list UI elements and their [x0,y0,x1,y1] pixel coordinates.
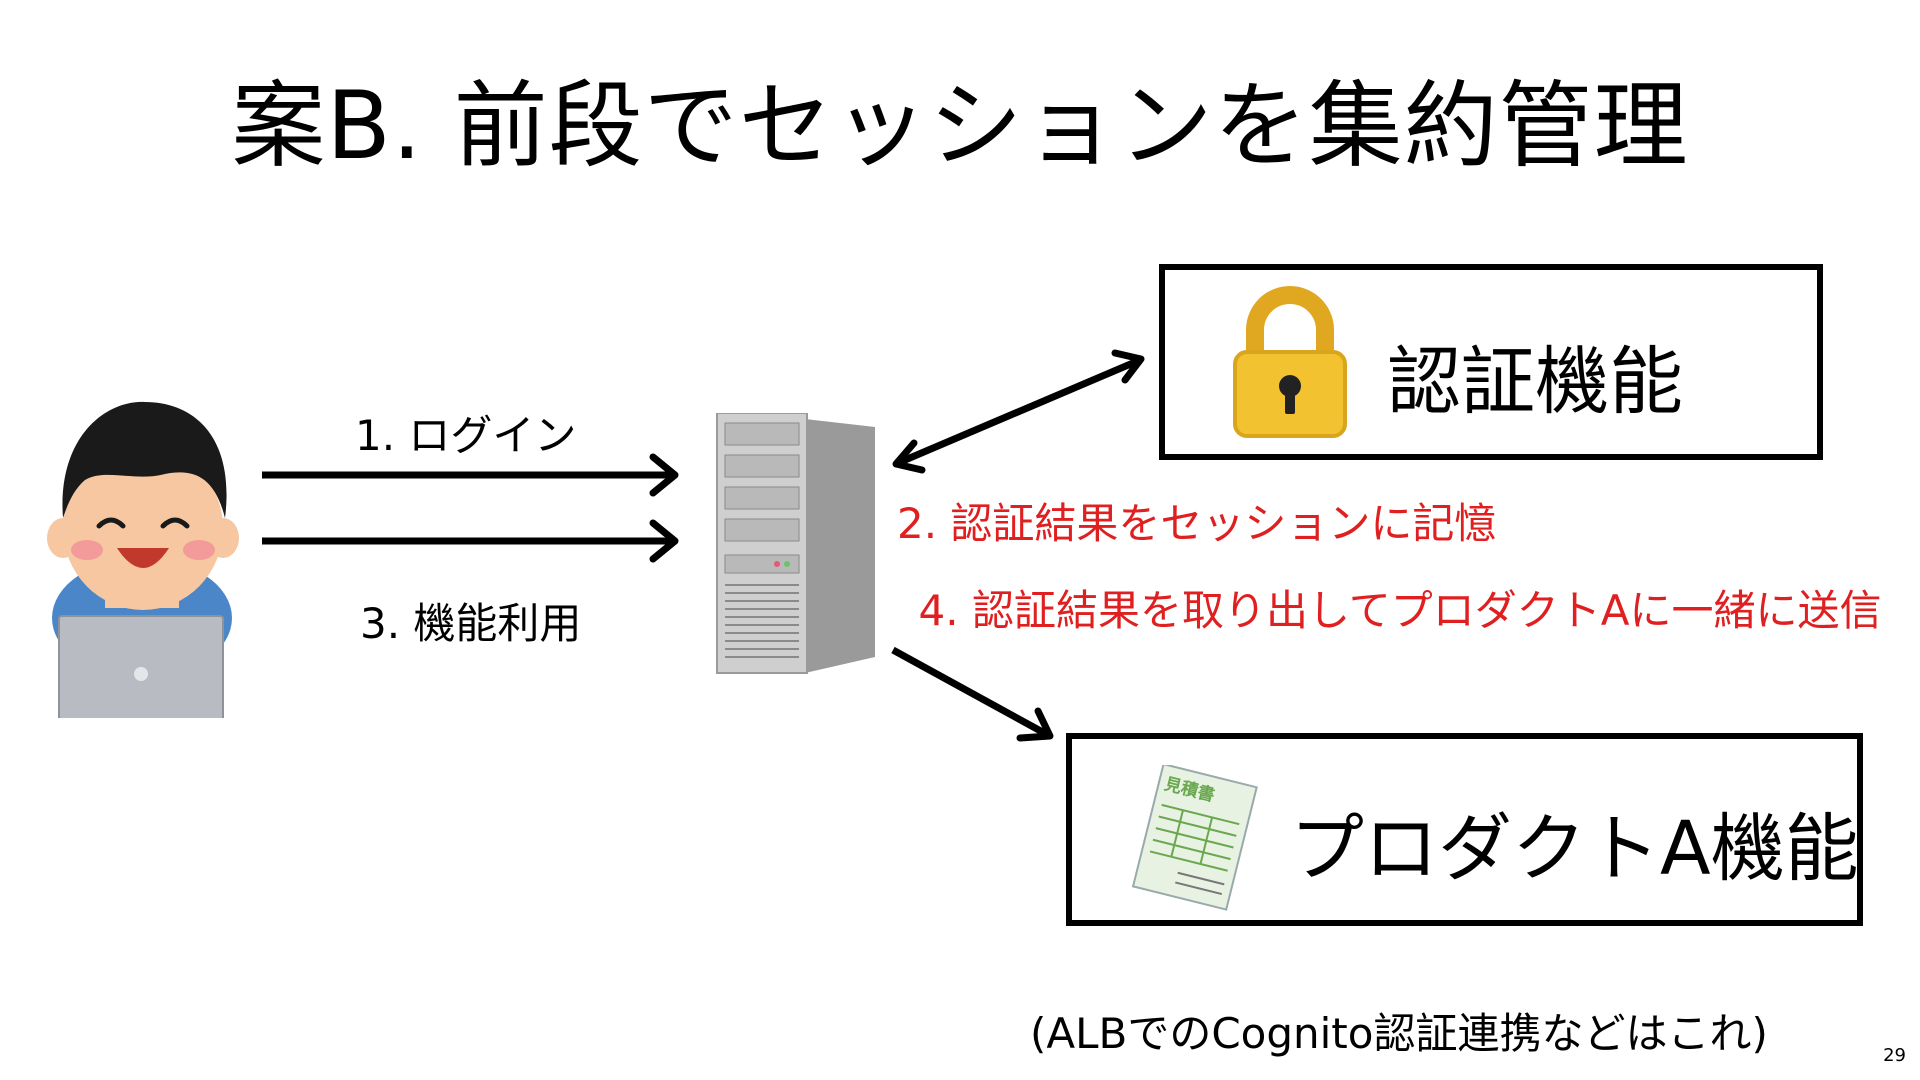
server-tower-icon [716,413,875,674]
slide-title: 案B. 前段でセッションを集約管理 [231,72,1689,181]
padlock-keyhole-slot [1285,390,1295,414]
page-number: 29 [1883,1045,1906,1066]
user-mouth [117,548,169,568]
step-forward-product-label: 4. 認証結果を取り出してプロダクトAに一緒に送信 [918,586,1882,635]
user-face [63,446,223,610]
document-footer-lines [1175,871,1225,896]
product-box: 見積書 プロダクトA機能 [1066,733,1863,926]
server-vents [725,584,799,658]
server-bay-1 [724,422,800,446]
step-store-session-label: 2. 認証結果をセッションに記憶 [897,499,1497,548]
server-bay-2 [724,454,800,478]
padlock-icon [1233,286,1347,438]
server-led-green [784,561,790,567]
document-lines [1149,803,1240,872]
user-left-eye [96,517,126,529]
user-left-cheek [71,540,103,560]
auth-arrow-line [896,356,1142,467]
user-hair [62,401,227,518]
server-bay-3 [724,486,800,510]
padlock-keyhole-top [1279,375,1301,397]
user-right-cheek [183,540,215,560]
auth-arrow-head-auth [1111,349,1145,384]
auth-box: 認証機能 [1159,264,1823,460]
user-right-eye [160,517,190,529]
server-side [805,419,875,673]
user-with-laptop-icon [47,401,239,718]
padlock-shackle [1246,286,1334,356]
laptop-logo [134,667,148,681]
step-use-label: 3. 機能利用 [360,599,582,648]
step-login-label: 1. ログイン [355,411,577,460]
server-bay-4 [724,518,800,542]
estimate-document-icon: 見積書 [1131,765,1258,911]
login-arrow-head [649,453,679,497]
footnote: (ALBでのCognito認証連携などはこれ) [1030,1009,1768,1058]
server-led-red [774,561,780,567]
auth-arrow-head-server [892,439,926,474]
use-arrow-head [649,519,679,563]
server-panel [724,554,800,574]
auth-box-label: 認証機能 [1387,339,1683,425]
product-arrow-head [1016,707,1054,742]
product-box-label: プロダクトA機能 [1290,806,1859,892]
product-arrow-line [891,646,1050,739]
